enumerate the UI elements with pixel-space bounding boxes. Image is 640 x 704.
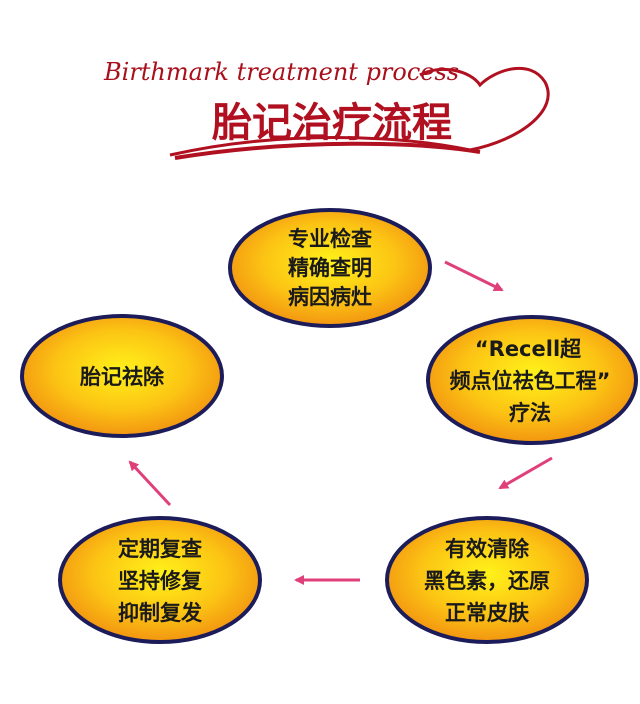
node-review-line: 定期复查 — [118, 537, 202, 561]
node-review-line: 坚持修复 — [118, 569, 203, 593]
arrow-recell-to-clear — [498, 456, 553, 490]
node-review-line: 抑制复发 — [118, 601, 203, 625]
node-exam-line: 精确查明 — [288, 256, 372, 280]
node-clear-line: 黑色素，还原 — [424, 569, 550, 593]
node-remove-line: 胎记祛除 — [80, 365, 165, 389]
arrow-exam-to-recell — [444, 260, 504, 292]
node-recell-line: “Recell超 — [475, 337, 582, 361]
node-remove: 胎记祛除 — [20, 314, 224, 438]
node-clear: 有效清除 黑色素，还原 正常皮肤 — [385, 516, 589, 644]
node-review: 定期复查 坚持修复 抑制复发 — [58, 516, 262, 644]
title-chinese: 胎记治疗流程 — [212, 100, 452, 146]
header: Birthmark treatment process 胎记治疗流程 — [103, 58, 550, 160]
node-clear-line: 有效清除 — [445, 537, 530, 561]
node-recell-line: 频点位祛色工程” — [450, 369, 611, 393]
title-english: Birthmark treatment process — [103, 58, 459, 86]
node-clear-line: 正常皮肤 — [445, 601, 530, 625]
node-exam-line: 病因病灶 — [288, 285, 372, 309]
arrow-review-to-remove — [128, 460, 172, 507]
node-recell-line: 疗法 — [509, 401, 551, 425]
node-exam-line: 专业检查 — [288, 227, 372, 251]
heart-swoosh — [169, 66, 550, 157]
swoosh-underline — [174, 141, 481, 160]
node-recell: “Recell超 频点位祛色工程” 疗法 — [426, 315, 638, 445]
node-exam: 专业检查 精确查明 病因病灶 — [228, 208, 432, 328]
